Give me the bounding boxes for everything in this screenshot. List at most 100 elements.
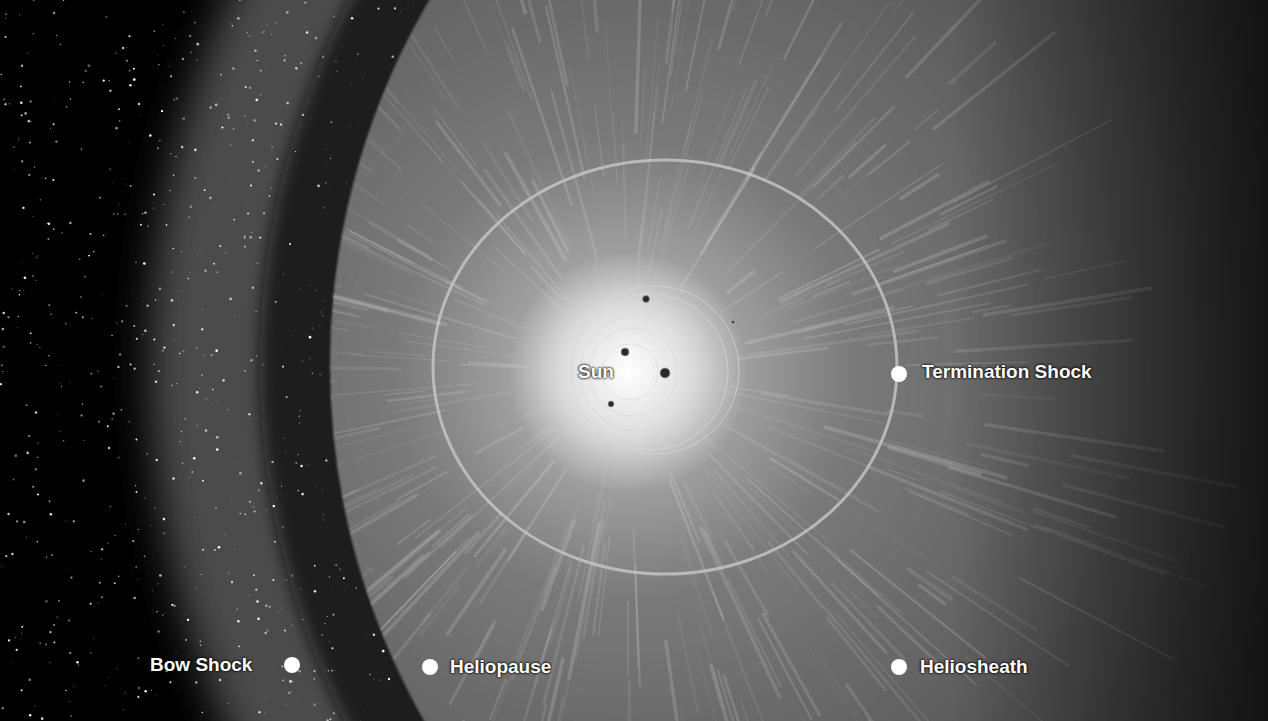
star	[144, 211, 146, 213]
star	[340, 569, 341, 570]
wind-streak	[171, 400, 235, 405]
star	[195, 681, 197, 683]
wind-streak	[408, 225, 434, 242]
star	[271, 461, 273, 463]
star	[215, 507, 217, 509]
star	[327, 616, 328, 617]
star	[228, 703, 229, 704]
wind-streak	[141, 435, 299, 465]
star	[30, 101, 32, 103]
wind-streak	[240, 292, 361, 317]
star	[1, 364, 3, 366]
star	[309, 358, 310, 359]
star	[185, 614, 187, 616]
star	[332, 614, 334, 616]
star	[37, 255, 38, 256]
wind-streak	[635, 566, 640, 685]
star	[144, 555, 146, 557]
star	[239, 513, 241, 515]
star	[91, 318, 93, 320]
star	[35, 468, 37, 470]
star	[264, 712, 266, 714]
star	[227, 114, 229, 116]
wind-streak	[794, 552, 886, 652]
star	[53, 642, 55, 644]
wind-streak	[245, 24, 385, 152]
star	[125, 524, 127, 526]
wind-streak	[229, 703, 318, 721]
star	[268, 606, 271, 609]
star	[183, 11, 184, 12]
star	[225, 534, 226, 535]
star	[1, 328, 4, 331]
wind-streak	[216, 366, 401, 369]
star	[194, 21, 196, 23]
star	[88, 255, 90, 257]
wind-streak	[663, 93, 703, 241]
star	[249, 236, 252, 239]
star	[299, 288, 300, 289]
star	[237, 17, 240, 20]
star	[169, 681, 171, 683]
star	[133, 597, 136, 600]
star	[264, 166, 266, 168]
star	[213, 263, 215, 265]
star	[237, 475, 239, 477]
star	[170, 75, 172, 77]
star	[295, 161, 297, 163]
heliopause-bubble	[330, 0, 1268, 721]
star	[191, 11, 193, 13]
star	[22, 207, 24, 209]
star	[312, 327, 313, 328]
star	[101, 596, 103, 598]
star	[250, 359, 252, 361]
wind-streak	[636, 0, 641, 132]
star	[388, 678, 390, 680]
star	[216, 436, 219, 439]
wind-streak	[481, 0, 526, 13]
star	[39, 347, 40, 348]
wind-streak	[800, 712, 847, 721]
star	[99, 197, 101, 199]
star	[175, 156, 176, 157]
star	[143, 262, 146, 265]
star	[53, 12, 56, 15]
star	[194, 149, 197, 152]
star	[26, 452, 29, 455]
wind-streak	[516, 527, 567, 658]
star	[252, 506, 254, 508]
star	[237, 609, 238, 610]
star	[214, 549, 216, 551]
star	[119, 203, 121, 205]
star	[276, 497, 277, 498]
star	[64, 520, 66, 522]
star	[302, 114, 304, 116]
star	[3, 98, 5, 100]
star	[254, 511, 256, 513]
star	[108, 676, 110, 678]
star	[312, 373, 313, 374]
star	[257, 618, 260, 621]
star	[90, 603, 92, 605]
star	[48, 355, 49, 356]
star	[377, 7, 379, 9]
outer-band	[260, 0, 1268, 721]
star	[21, 160, 23, 162]
star	[156, 694, 158, 696]
star	[108, 80, 110, 82]
star	[184, 566, 185, 567]
star	[291, 335, 292, 336]
star	[138, 103, 141, 106]
star	[153, 193, 155, 195]
wind-streak	[357, 533, 478, 664]
star	[312, 373, 313, 374]
star	[65, 323, 67, 325]
star	[299, 416, 300, 417]
star	[49, 500, 51, 502]
star	[21, 262, 23, 264]
star	[29, 714, 31, 716]
star	[317, 185, 320, 188]
wind-streak	[288, 710, 343, 721]
star	[1, 707, 3, 709]
wind-streak	[143, 547, 241, 591]
